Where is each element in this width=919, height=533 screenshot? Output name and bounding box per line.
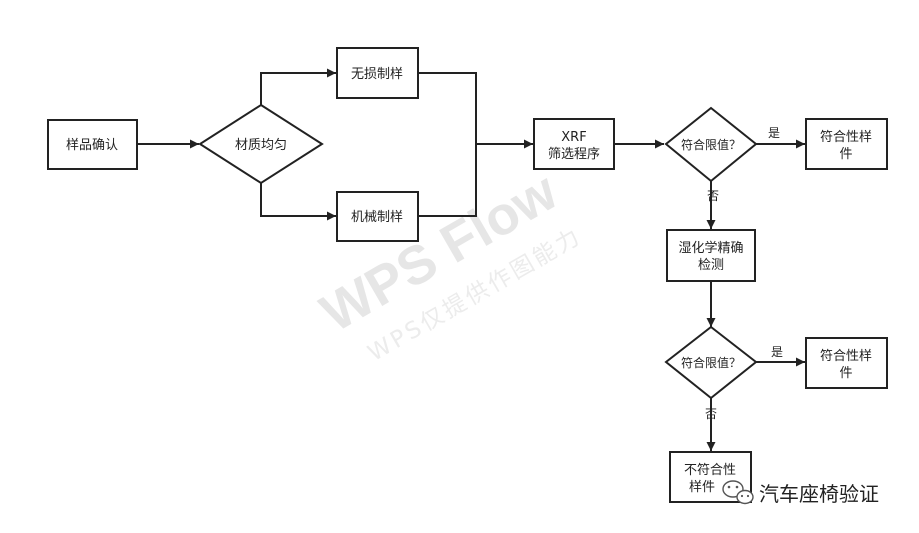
label-limit-check-1: 符合限值？ [681,137,741,152]
node-labels: 样品确认 材质均匀 无损制样 机械制样 XRF 筛选程序 符合限值？ 符合性样 … [66,67,872,495]
label-wet-chem-line1: 湿化学精确 [678,240,743,256]
label-xrf-line1: XRF [561,130,586,145]
node-mechanical-prep [336,191,419,242]
label-compliant-1-line2: 件 [839,147,852,162]
connectors [138,68,805,451]
edge-label-no-1: 否 [707,189,719,203]
node-nondestructive-prep [336,47,419,99]
label-nondestructive-prep: 无损制样 [351,67,403,82]
edge-label-yes-2: 是 [771,345,783,359]
edge-material-to-mechanical [260,183,336,221]
label-xrf-line2: 筛选程序 [548,147,600,162]
brand-overlay: 汽车座椅验证 [722,480,879,506]
edge-labels: 是 否 是 否 [705,126,783,421]
node-limit-check-2 [664,325,758,400]
label-wet-chem-line2: 检测 [698,258,724,273]
node-wet-chemistry [666,229,756,282]
node-compliant-2 [805,337,888,389]
brand-name: 汽车座椅验证 [759,482,879,506]
label-compliant-2-line2: 件 [839,366,852,381]
label-mechanical-prep: 机械制样 [351,210,403,225]
label-compliant-1-line1: 符合性样 [820,129,872,145]
label-compliant-2-line1: 符合性样 [820,348,872,364]
node-compliant-1 [805,118,888,170]
node-material-uniform [198,103,324,185]
edge-nondestructive-to-merge [418,72,477,217]
node-sample-confirm [47,119,138,170]
label-limit-check-2: 符合限值？ [681,355,741,370]
node-xrf-screening [533,118,615,170]
node-limit-check-1 [664,106,758,183]
label-noncompliant-line2: 样件 [689,480,715,495]
edge-material-to-nondestructive [260,68,336,105]
wechat-icon [722,480,754,505]
nodes [47,47,888,503]
edge-label-yes-1: 是 [768,126,780,140]
label-sample-confirm: 样品确认 [66,138,118,153]
edge-label-no-2: 否 [705,407,717,421]
label-noncompliant-line1: 不符合性 [684,462,736,478]
label-material-uniform: 材质均匀 [235,138,287,153]
